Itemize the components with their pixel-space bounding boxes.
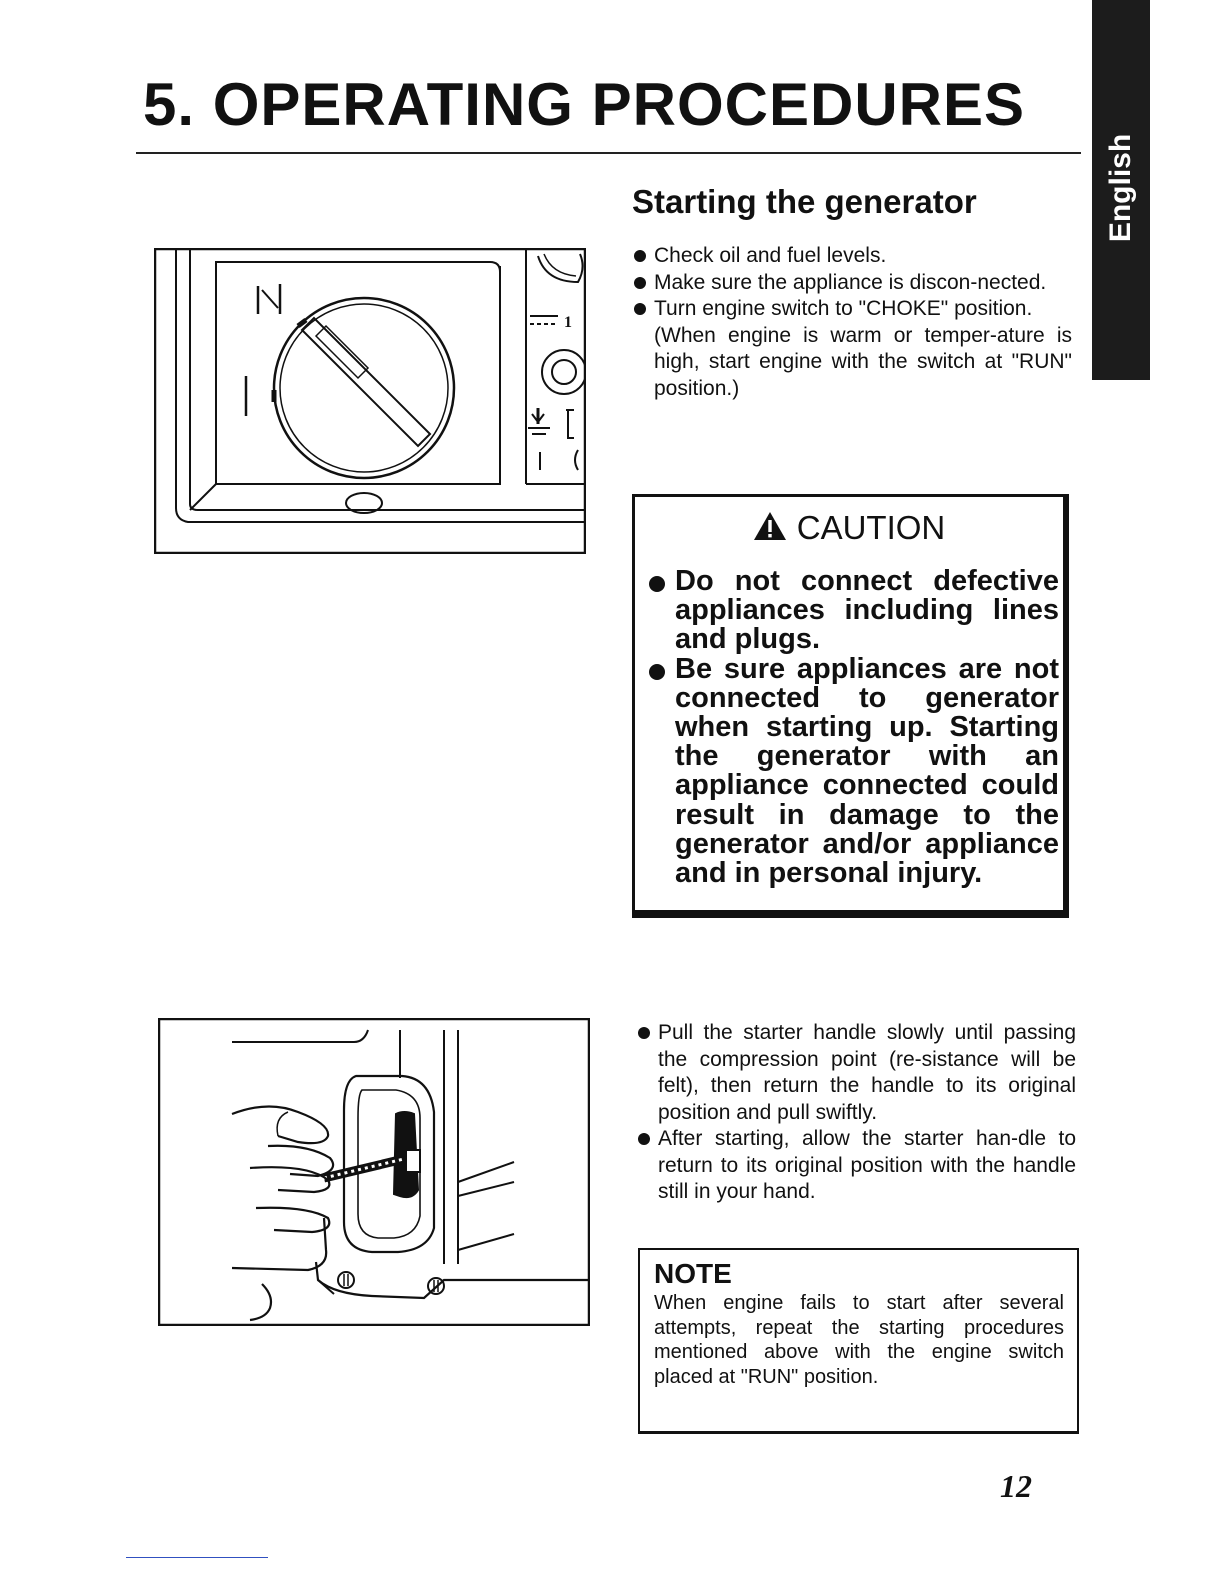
warm-engine-note: (When engine is warm or temper-ature is …	[654, 323, 1072, 400]
starting-bullet-list: Check oil and fuel levels. Make sure the…	[632, 243, 1072, 402]
page-number: 12	[1000, 1468, 1032, 1504]
note-box: NOTE When engine fails to start after se…	[638, 1248, 1079, 1434]
caution-box: CAUTION Do not connect defective applian…	[632, 494, 1069, 918]
note-text: When engine fails to start after several…	[654, 1292, 1064, 1388]
list-item: Turn engine switch to "CHOKE" position. …	[632, 296, 1072, 402]
page-title: 5. OPERATING PROCEDURES	[143, 71, 1026, 138]
section-title: Starting the generator	[632, 183, 977, 220]
language-tab: English	[1092, 0, 1150, 380]
warning-triangle-icon	[753, 512, 786, 540]
caution-list: Do not connect defective appliances incl…	[649, 566, 1059, 889]
title-rule	[136, 152, 1081, 154]
starter-bullet-list: Pull the starter handle slowly until pas…	[636, 1020, 1076, 1206]
list-item: Check oil and fuel levels.	[632, 243, 1072, 270]
list-item-text: Turn engine switch to "CHOKE" position.	[654, 297, 1033, 320]
list-item: Make sure the appliance is discon-nected…	[632, 270, 1072, 297]
note-title: NOTE	[654, 1258, 732, 1289]
figure1-label-1: 1	[564, 314, 572, 331]
list-item: Pull the starter handle slowly until pas…	[636, 1020, 1076, 1126]
footer-rule	[126, 1557, 268, 1558]
starter-handle-illustration	[157, 1017, 591, 1327]
list-item: Be sure appliances are not connected to …	[649, 654, 1059, 889]
list-item: Do not connect defective appliances incl…	[649, 566, 1059, 655]
list-item: After starting, allow the starter han-dl…	[636, 1126, 1076, 1206]
caution-title: CAUTION	[796, 509, 946, 546]
language-tab-label: English	[1104, 133, 1137, 243]
caution-heading: CAUTION	[635, 509, 1063, 547]
engine-switch-illustration: 1	[153, 247, 587, 555]
